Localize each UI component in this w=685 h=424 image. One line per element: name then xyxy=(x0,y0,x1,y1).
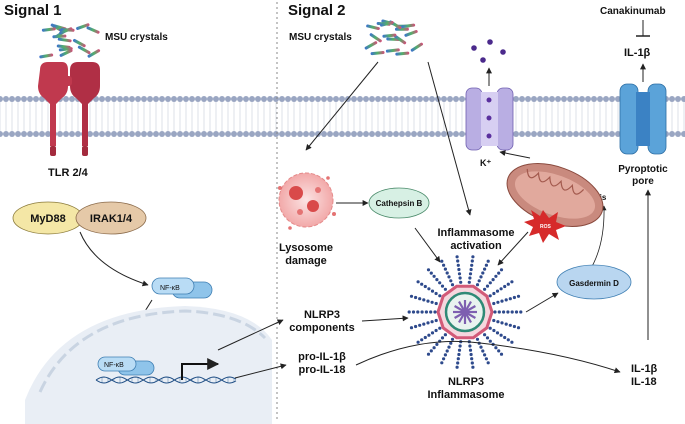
nlrp3-components-label-1: NLRP3 xyxy=(304,309,340,321)
potassium-ions-icon xyxy=(471,39,506,63)
arrow-ros-to-inflammasome xyxy=(497,231,529,266)
arrow-msu-to-inflammasome-activation xyxy=(427,61,472,216)
irak-label: IRAK1/4 xyxy=(90,213,133,225)
tlr-receptor-icon xyxy=(38,62,100,156)
pyroptotic-pore-label-2: pore xyxy=(632,176,654,187)
mitochondrion-icon xyxy=(506,163,604,227)
arrow-mito-to-channel xyxy=(499,150,531,159)
cathepsin-label: Cathepsin B xyxy=(376,199,423,208)
nfkb-bottom-label: NF-κB xyxy=(104,362,124,369)
inflammasome-activation-label-2: activation xyxy=(450,240,502,252)
il18-out-label: IL-18 xyxy=(631,376,657,388)
arrow-irak-to-nfkb xyxy=(79,231,149,287)
pro-il18-label: pro-IL-18 xyxy=(298,364,345,376)
ros-burst-icon xyxy=(524,210,566,243)
dna-helix-icon xyxy=(95,376,237,384)
k-ion-label: K⁺ xyxy=(480,158,491,168)
nlrp3-inflammasome-label-2: Inflammasome xyxy=(427,389,504,401)
nfkb-nucleus xyxy=(97,356,155,376)
nlrp3-inflammasome-label-1: NLRP3 xyxy=(448,376,484,388)
arrow-to-pro-il xyxy=(234,363,287,379)
lysosome-label-1: Lysosome xyxy=(279,242,333,254)
msu-label-right: MSU crystals xyxy=(289,32,352,43)
nlrp3-components-label-2: components xyxy=(289,322,354,334)
arrow-pro-il-cleavage xyxy=(355,340,621,374)
inflammasome-activation-label-1: Inflammasome xyxy=(437,227,514,239)
gasdermin-d-protein xyxy=(556,264,632,300)
il1b-top-label: IL-1β xyxy=(624,47,651,59)
msu-label-left: MSU crystals xyxy=(105,32,168,43)
gasdermin-label: Gasdermin D xyxy=(569,279,619,288)
canakinumab-label: Canakinumab xyxy=(600,6,666,17)
cell-membrane xyxy=(0,96,685,137)
arrow-cathepsin-to-inflammasome xyxy=(414,227,441,263)
tlr-label: TLR 2/4 xyxy=(48,167,89,179)
arrow-inflammasome-to-gasdermin xyxy=(525,292,559,313)
cathepsin-b-protein xyxy=(368,187,430,219)
nfkb-cytoplasm xyxy=(151,277,213,299)
irak-protein xyxy=(75,201,147,235)
transcription-arrow xyxy=(181,358,220,380)
arrow-components-to-inflammasome xyxy=(361,315,409,322)
nfkb-top-label: NF-κB xyxy=(160,285,180,292)
signal-2-title: Signal 2 xyxy=(288,2,346,19)
nlrp3-inflammasome-icon xyxy=(407,255,523,369)
msu-crystals-left-icon xyxy=(39,23,101,59)
pyroptotic-pore-label-1: Pyroptotic xyxy=(618,164,668,175)
signal-1-title: Signal 1 xyxy=(4,2,62,19)
il1b-out-label: IL-1β xyxy=(631,363,658,375)
arrow-msu-to-lysosome xyxy=(305,61,379,151)
potassium-channel-icon xyxy=(465,87,514,151)
nuclear-envelope xyxy=(38,309,267,393)
ros-label: ROS xyxy=(540,224,552,230)
pro-il1b-label: pro-IL-1β xyxy=(298,351,346,363)
msu-crystals-right-icon xyxy=(364,19,423,56)
myd88-label: MyD88 xyxy=(30,213,65,225)
arrow-to-nlrp3-components xyxy=(217,319,284,351)
pyroptotic-pore-icon xyxy=(619,83,667,155)
lysosome-icon xyxy=(278,172,336,230)
lysosome-label-2: damage xyxy=(285,255,327,267)
